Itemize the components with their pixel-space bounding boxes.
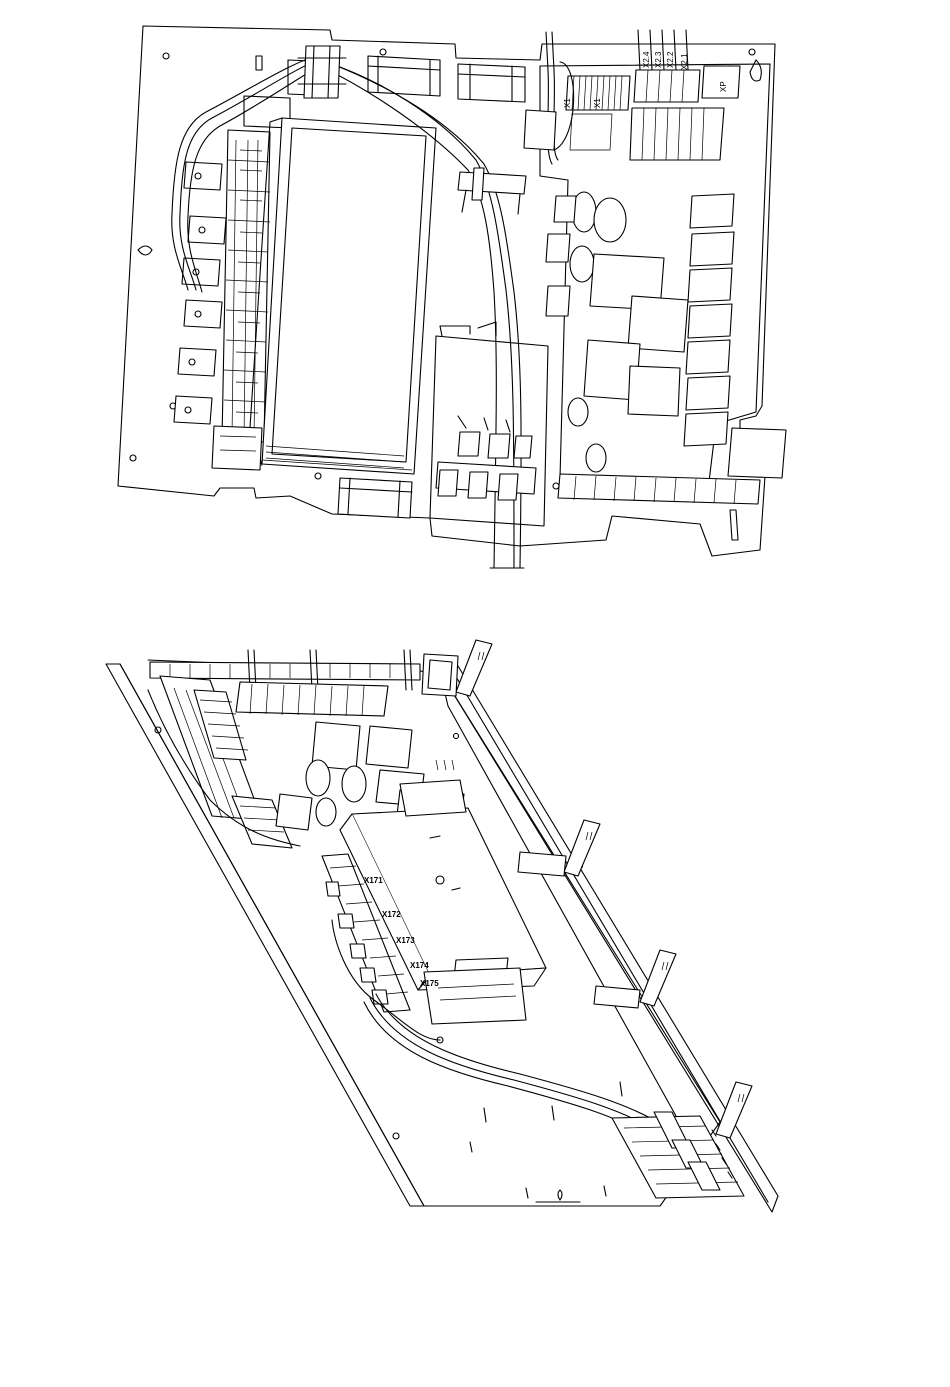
bottom-view-assembly: X171 X172 X173 X174 X175: [106, 640, 778, 1212]
right-circuit-board: [540, 30, 786, 504]
label-x171: X171: [364, 876, 383, 885]
top-view-assembly: X2.4 X2.3 X2.2 X2.1 XP X1 X1: [118, 26, 786, 568]
label-x172: X172: [382, 910, 401, 919]
label-x2-4: X2.4: [642, 51, 651, 68]
label-x1-right: X1: [593, 98, 602, 108]
label-xp: XP: [719, 81, 728, 92]
label-x1-left: X1: [563, 98, 572, 108]
label-x2-3: X2.3: [654, 51, 663, 68]
label-x2-2: X2.2: [666, 51, 675, 68]
label-x2-1: X2.1: [680, 53, 689, 70]
top-connectors: [244, 56, 525, 128]
left-terminal-column: [174, 130, 270, 442]
label-x174: X174: [410, 961, 429, 970]
label-x173: X173: [396, 936, 415, 945]
lower-interface-module: [430, 322, 548, 526]
label-x175: X175: [420, 979, 439, 988]
